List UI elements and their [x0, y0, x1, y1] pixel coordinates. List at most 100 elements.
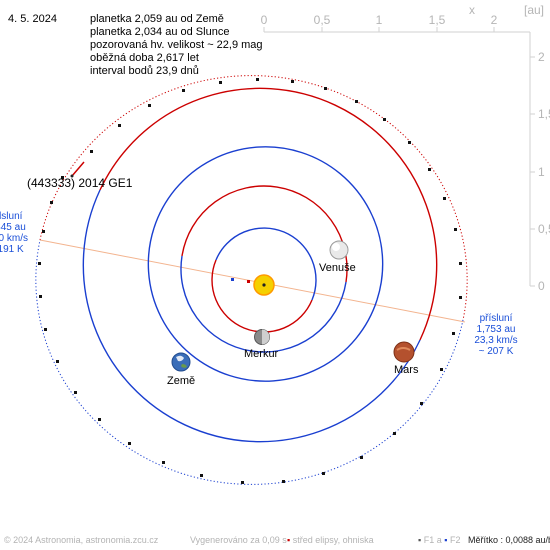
mercury-orbit-above — [215, 227, 317, 301]
legend-f2-icon: ▪ — [444, 535, 448, 545]
orbit-point — [118, 124, 121, 127]
x-tick-label: 0 — [261, 13, 268, 27]
info-distance-sun: planetka 2,034 au od Slunce — [90, 26, 230, 38]
orbit-point — [182, 89, 185, 92]
aphelion-speed: 17,0 km/s — [0, 233, 28, 244]
mercury-orbit-below — [211, 259, 313, 333]
scale-label: Měřítko : 0,0088 au/bod — [468, 535, 550, 545]
orbit-point — [452, 332, 455, 335]
orbit-point — [241, 481, 244, 484]
aphelion-distance: 2,345 au — [0, 222, 26, 233]
axes — [263, 27, 535, 287]
legend-f1-label: F1 a — [423, 535, 442, 545]
aphelion-info: odsluní 2,345 au 17,0 km/s ~ 191 K — [0, 211, 28, 255]
orbit-point — [408, 141, 411, 144]
orbit-point — [42, 230, 45, 233]
apsides-line — [39, 239, 466, 323]
info-distance-earth: planetka 2,059 au od Země — [90, 13, 224, 25]
orbit-point — [98, 418, 101, 421]
info-point-interval: interval bodů 23,9 dnů — [90, 65, 199, 77]
mars-orbit-below — [82, 189, 421, 443]
asteroid-name-label: (443333) 2014 GE1 — [27, 176, 133, 190]
orbit-point — [90, 150, 93, 153]
asteroid-marker — [70, 161, 85, 178]
sun-icon — [253, 274, 275, 296]
legend-f1-icon: ▪ — [418, 535, 422, 545]
planet-orbits — [82, 87, 438, 443]
mercury-icon — [254, 329, 270, 345]
venus-icon — [329, 240, 349, 260]
unit-label: [au] — [524, 3, 544, 17]
y-tick-label: 1,5 — [538, 107, 550, 121]
perihelion-speed: 23,3 km/s — [474, 335, 518, 346]
y-tick-label: 2 — [538, 50, 545, 64]
perihelion-info: přísluní 1,753 au 23,3 km/s ~ 207 K — [466, 313, 526, 357]
y-tick-label: 0 — [538, 279, 545, 293]
orbit-point — [291, 80, 294, 83]
orbit-point — [256, 78, 259, 81]
legend-center-label: střed elipsy, ohniska — [292, 535, 374, 545]
orbit-point — [440, 368, 443, 371]
earth-label: Země — [167, 375, 196, 387]
perihelion-title: přísluní — [479, 313, 513, 324]
orbit-point — [322, 472, 325, 475]
orbit-point — [355, 100, 358, 103]
orbit-point — [200, 474, 203, 477]
x-tick-label: 0,5 — [314, 13, 331, 27]
x-tick-label: 1 — [376, 13, 383, 27]
date-label: 4. 5. 2024 — [8, 13, 57, 25]
y-tick-label: 1 — [538, 165, 545, 179]
focus-f2-marker — [231, 278, 234, 281]
orbit-point — [148, 104, 151, 107]
earth-icon — [171, 352, 191, 372]
orbit-point — [282, 480, 285, 483]
copyright-text: © 2024 Astronomia, astronomia.zcu.cz — [4, 535, 159, 545]
orbit-point — [219, 81, 222, 84]
x-tick-label: 2 — [491, 13, 498, 27]
legend-f2-label: F2 — [449, 535, 461, 545]
info-magnitude: pozorovaná hv. velikost ~ 22,9 mag — [90, 39, 263, 51]
earth-orbit-above — [153, 146, 384, 301]
asteroid-orbit-points — [38, 78, 462, 484]
ellipse-center-marker — [247, 280, 250, 283]
perihelion-distance: 1,753 au — [476, 324, 516, 335]
orbit-point — [360, 456, 363, 459]
legend-center-icon: ▪ — [287, 535, 291, 545]
generation-time: Vygenerováno za 0,09 s — [190, 535, 287, 545]
orbit-point — [454, 228, 457, 231]
mars-label: Mars — [394, 364, 419, 376]
aphelion-title: odsluní — [0, 211, 23, 222]
orbit-point — [44, 328, 47, 331]
orbit-point — [74, 391, 77, 394]
orbit-point — [61, 176, 64, 179]
orbit-point — [38, 262, 41, 265]
legend-center-foci: ▪ střed elipsy, ohniska — [287, 534, 374, 547]
orbit-point — [50, 201, 53, 204]
orbit-point — [443, 197, 446, 200]
venus-label: Venuše — [319, 262, 356, 274]
mars-icon — [393, 341, 415, 363]
orbit-point — [459, 296, 462, 299]
orbit-point — [39, 295, 42, 298]
orbit-point — [459, 262, 462, 265]
orbit-point — [56, 360, 59, 363]
orbit-point — [128, 442, 131, 445]
orbit-point — [428, 168, 431, 171]
orbit-point — [393, 432, 396, 435]
earth-orbit-below — [147, 227, 378, 382]
x-tick-label: 1,5 — [429, 13, 446, 27]
venus-orbit-below — [180, 255, 347, 353]
aphelion-temp: ~ 191 K — [0, 244, 24, 255]
orbit-point — [420, 402, 423, 405]
info-period: oběžná doba 2,617 let — [90, 52, 199, 64]
orbit-point — [162, 461, 165, 464]
y-tick-label: 0,5 — [538, 222, 550, 236]
orbit-point — [324, 87, 327, 90]
orbit-point — [383, 118, 386, 121]
mercury-label: Merkur — [244, 348, 279, 360]
perihelion-temp: ~ 207 K — [478, 346, 514, 357]
asteroid-orbit-below — [35, 239, 464, 485]
mars-orbit-above — [99, 87, 438, 341]
x-axis-label: x — [469, 3, 475, 17]
